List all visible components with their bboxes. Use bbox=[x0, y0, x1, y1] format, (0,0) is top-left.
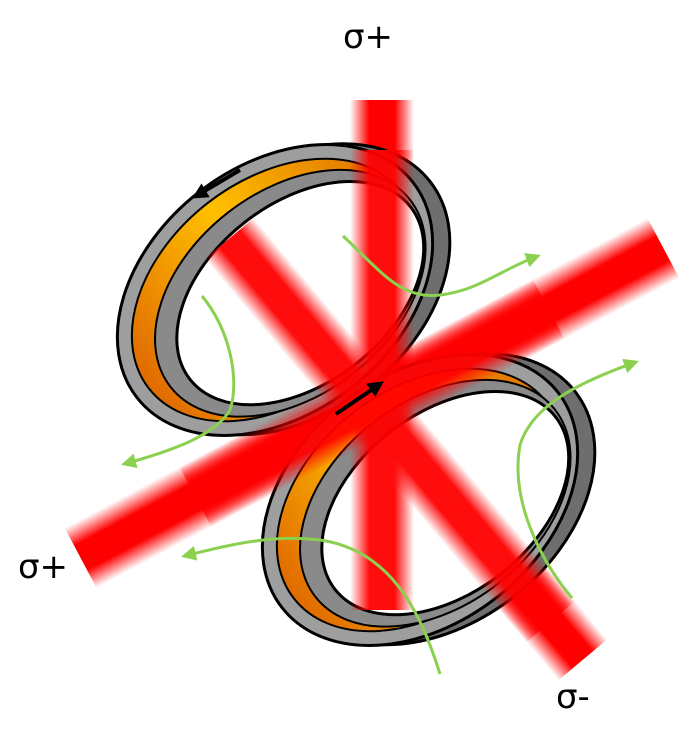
current-direction-arrow-icon bbox=[191, 168, 242, 199]
field-line-arrow-icon bbox=[181, 536, 442, 675]
current-direction-arrow-icon bbox=[334, 381, 384, 416]
field-line-arrow-icon bbox=[341, 234, 541, 298]
polarization-label-bottom-right: σ- bbox=[556, 677, 590, 717]
field-line-arrow-icon bbox=[516, 358, 639, 599]
polarization-label-left: σ+ bbox=[18, 547, 69, 587]
polarization-label-top: σ+ bbox=[343, 17, 394, 57]
field-line-arrow-icon bbox=[121, 295, 236, 469]
